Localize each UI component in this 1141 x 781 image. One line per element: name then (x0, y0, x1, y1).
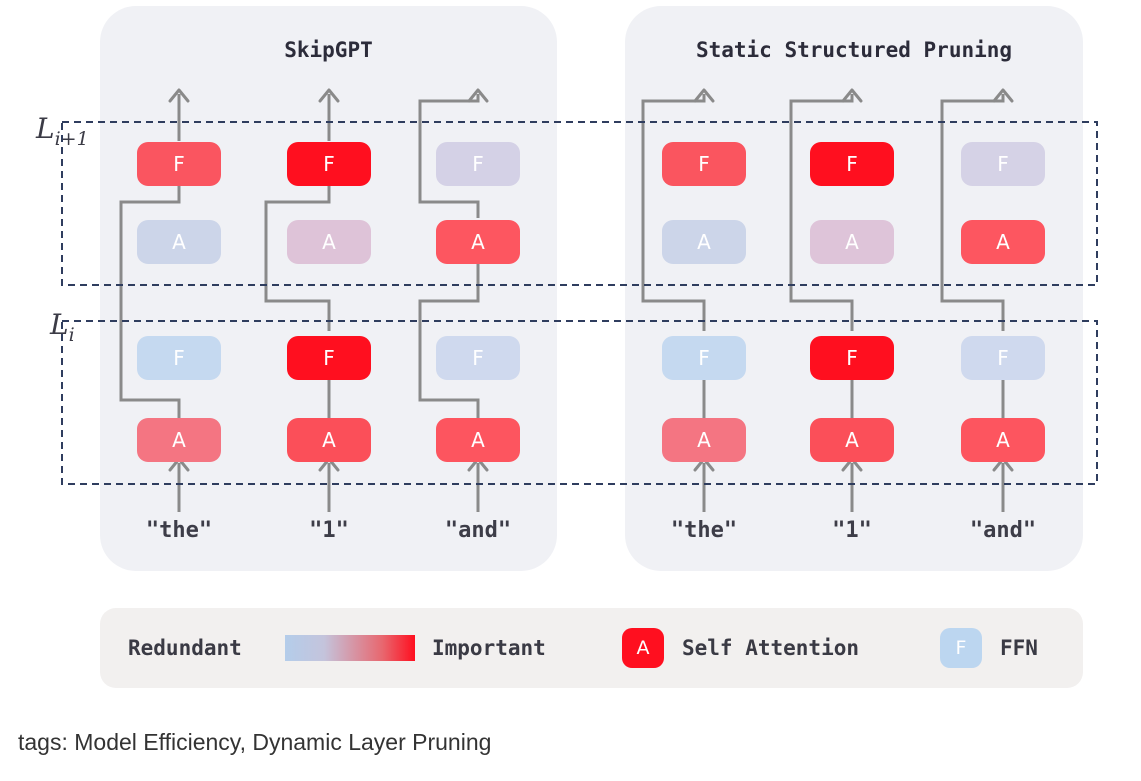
layer-box-lower (61, 320, 1098, 485)
static-upper-ffn-the: F (662, 142, 746, 186)
skipgpt-lower-ffn-1: F (287, 336, 371, 380)
skipgpt-lower-attn-the: A (137, 418, 221, 462)
static-path-and (940, 94, 1005, 512)
skipgpt-token-and: "and" (444, 518, 512, 543)
layer-label-upper: Li+1 (36, 112, 89, 150)
skipgpt-lower-ffn-the: F (137, 336, 221, 380)
static-token-1: "1" (832, 518, 872, 543)
layer-label-lower: Li (50, 308, 75, 346)
skipgpt-lower-attn-1: A (287, 418, 371, 462)
skipgpt-path-and (418, 94, 480, 512)
skipgpt-lower-attn-and: A (436, 418, 520, 462)
legend-redundant-label: Redundant (128, 636, 242, 660)
static-upper-ffn-1: F (810, 142, 894, 186)
skipgpt-title: SkipGPT (284, 38, 373, 62)
static-lower-ffn-the: F (662, 336, 746, 380)
skipgpt-token-the: "the" (145, 518, 213, 543)
legend: Redundant Important A Self Attention F F… (100, 608, 1083, 688)
skipgpt-upper-ffn-and: F (436, 142, 520, 186)
static-upper-attn-the: A (662, 220, 746, 264)
static-lower-ffn-and: F (961, 336, 1045, 380)
skipgpt-path-the (119, 94, 181, 512)
static-token-and: "and" (969, 518, 1037, 543)
static-lower-attn-the: A (662, 418, 746, 462)
importance-gradient-bar (285, 635, 415, 661)
skipgpt-upper-ffn-the: F (137, 142, 221, 186)
skipgpt-upper-ffn-1: F (287, 142, 371, 186)
legend-ffn-label: FFN (1000, 636, 1038, 660)
static-upper-attn-1: A (810, 220, 894, 264)
layer-box-upper (61, 121, 1098, 286)
static-upper-attn-and: A (961, 220, 1045, 264)
static-lower-ffn-1: F (810, 336, 894, 380)
tags-caption: tags: Model Efficiency, Dynamic Layer Pr… (18, 729, 492, 755)
skipgpt-lower-ffn-and: F (436, 336, 520, 380)
skipgpt-upper-attn-the: A (137, 220, 221, 264)
static-lower-attn-and: A (961, 418, 1045, 462)
skipgpt-path-1 (264, 94, 331, 512)
static-token-the: "the" (670, 518, 738, 543)
self-attention-icon: A (622, 628, 664, 668)
skipgpt-upper-attn-and: A (436, 220, 520, 264)
legend-important-label: Important (432, 636, 546, 660)
static-lower-attn-1: A (810, 418, 894, 462)
static-path-1 (789, 94, 854, 512)
skipgpt-token-1: "1" (309, 518, 349, 543)
ffn-icon: F (940, 628, 982, 668)
static-pruning-title: Static Structured Pruning (695, 38, 1013, 62)
legend-self-attention-label: Self Attention (682, 636, 860, 660)
skipgpt-upper-attn-1: A (287, 220, 371, 264)
static-path-the (641, 94, 706, 512)
static-upper-ffn-and: F (961, 142, 1045, 186)
